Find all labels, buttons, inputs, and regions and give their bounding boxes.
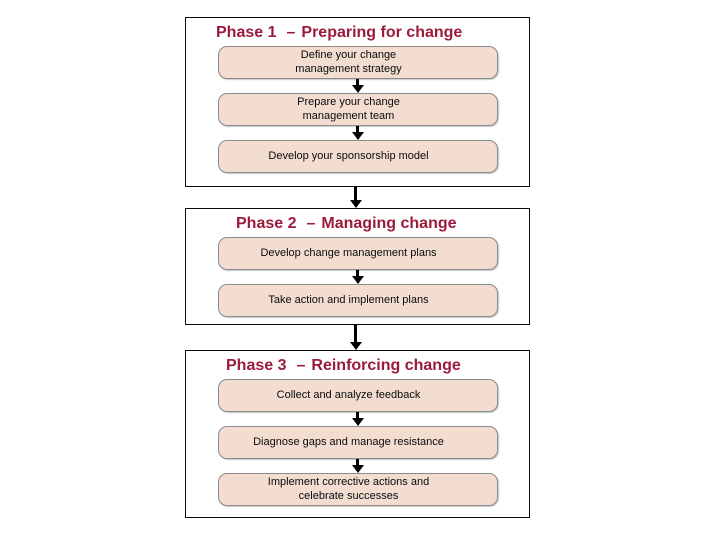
phase-2-container: Phase 2–Managing change Develop change m… [185,208,530,325]
arrow-head [351,85,364,93]
phase1-step-sponsorship-model: Develop your sponsorship model [217,140,498,173]
arrow-head [349,200,362,208]
dash-separator: – [306,215,316,232]
phase-1-title: Phase 1–Preparing for change [216,24,462,42]
phase-1-label: Phase 1 [216,24,277,41]
phase-1-container: Phase 1–Preparing for change Define your… [185,17,530,187]
phase-2-title: Phase 2–Managing change [236,215,457,233]
phase-3-title: Phase 3–Reinforcing change [226,357,461,375]
down-arrow-connector-phase2-phase3 [349,324,362,350]
down-arrow-icon [351,412,364,426]
phase2-step-develop-plans: Develop change management plans [217,237,498,270]
down-arrow-icon [351,270,364,284]
phase-2-name: Managing change [321,215,457,232]
phase-3-label: Phase 3 [226,357,287,374]
arrow-stem [356,126,359,132]
phase3-step-corrective-actions: Implement corrective actions and celebra… [217,473,498,506]
dash-separator: – [296,357,306,374]
phase3-step-collect-feedback: Collect and analyze feedback [217,379,498,412]
arrow-head [349,342,362,350]
arrow-stem [356,412,359,418]
phase-1-name: Preparing for change [301,24,463,41]
arrow-head [351,418,364,426]
arrow-stem [356,270,359,276]
down-arrow-icon [351,79,364,93]
arrow-head [351,276,364,284]
arrow-head [351,132,364,140]
phase3-step-diagnose-gaps: Diagnose gaps and manage resistance [217,426,498,459]
arrow-stem [356,459,359,465]
phase-2-label: Phase 2 [236,215,297,232]
arrow-stem [356,79,359,85]
down-arrow-icon [351,126,364,140]
down-arrow-icon [351,459,364,473]
dash-separator: – [286,24,296,41]
arrow-stem [354,186,357,200]
down-arrow-connector-phase1-phase2 [349,186,362,208]
phase-3-container: Phase 3–Reinforcing change Collect and a… [185,350,530,518]
phase1-step-prepare-team: Prepare your change management team [217,93,498,126]
phase2-step-take-action: Take action and implement plans [217,284,498,317]
phase-3-name: Reinforcing change [311,357,461,374]
phase1-step-define-strategy: Define your change management strategy [217,46,498,79]
arrow-head [351,465,364,473]
arrow-stem [354,324,357,342]
